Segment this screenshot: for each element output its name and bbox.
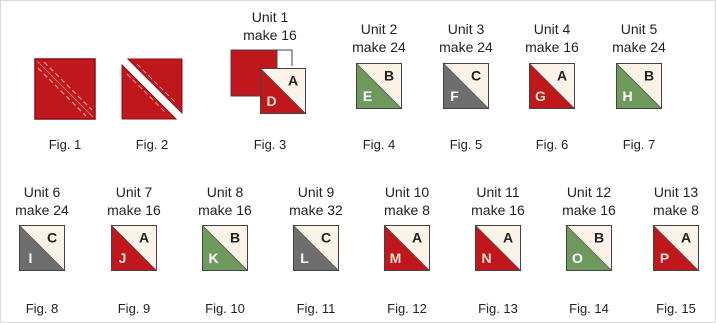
- make-count: make 16: [507, 38, 597, 56]
- figure-caption: Fig. 8: [2, 301, 82, 316]
- unit-square: AP: [652, 224, 700, 272]
- make-count: make 24: [421, 38, 511, 56]
- letter-label-light: C: [47, 230, 57, 246]
- figure-caption: Fig. 11: [276, 301, 356, 316]
- letter-label-dark: N: [481, 250, 491, 266]
- figure-caption: Fig. 7: [599, 137, 679, 152]
- make-count: make 24: [594, 38, 684, 56]
- letter-label-light: C: [471, 68, 481, 84]
- letter-label-dark: P: [660, 250, 669, 266]
- letter-label-light: A: [681, 230, 691, 246]
- make-count: make 24: [334, 38, 424, 56]
- figure-caption: Fig. 14: [549, 301, 629, 316]
- letter-label-dark: J: [119, 250, 127, 266]
- make-count: make 16: [544, 201, 634, 219]
- unit-name: Unit 1: [225, 8, 315, 26]
- unit-name: Unit 8: [180, 183, 270, 201]
- unit-square: AJ: [110, 224, 158, 272]
- letter-label-dark: E: [363, 88, 372, 104]
- figure-caption: Fig. 2: [112, 137, 192, 152]
- letter-label-dark: O: [572, 250, 583, 266]
- figure-caption: Fig. 4: [339, 137, 419, 152]
- unit-name: Unit 7: [89, 183, 179, 201]
- unit-square: BK: [201, 224, 249, 272]
- unit-name: Unit 2: [334, 20, 424, 38]
- letter-label-light: A: [412, 230, 422, 246]
- unit-name: Unit 4: [507, 20, 597, 38]
- cut-red-square: [121, 58, 183, 120]
- figure-caption: Fig. 3: [230, 137, 310, 152]
- letter-label-dark: F: [450, 88, 459, 104]
- letter-label-light: A: [557, 68, 567, 84]
- overlapping-units: AD: [230, 46, 310, 122]
- letter-label-light: B: [384, 68, 394, 84]
- unit-square: CI: [18, 224, 66, 272]
- unit-square: AM: [383, 224, 431, 272]
- unit-square: CL: [292, 224, 340, 272]
- unit-square: BO: [565, 224, 613, 272]
- figure-caption: Fig. 12: [367, 301, 447, 316]
- unit-name: Unit 12: [544, 183, 634, 201]
- make-count: make 32: [271, 201, 361, 219]
- make-count: make 16: [453, 201, 543, 219]
- half-square-triangle: [19, 225, 65, 271]
- unit-square: AG: [528, 62, 576, 110]
- letter-label-light: B: [594, 230, 604, 246]
- letter-label-light: A: [288, 73, 298, 89]
- figure-caption: Fig. 10: [185, 301, 265, 316]
- letter-label-light: A: [139, 230, 149, 246]
- unit-square: AN: [474, 224, 522, 272]
- figure-caption: Fig. 6: [512, 137, 592, 152]
- stitched-red-square: [34, 58, 96, 120]
- letter-label-dark: I: [29, 250, 33, 266]
- unit-name: Unit 3: [421, 20, 511, 38]
- make-count: make 8: [631, 201, 716, 219]
- letter-label-dark: D: [266, 93, 276, 109]
- letter-label-dark: M: [390, 250, 402, 266]
- make-count: make 8: [362, 201, 452, 219]
- unit-name: Unit 9: [271, 183, 361, 201]
- make-count: make 16: [225, 26, 315, 44]
- unit-header-r2-3: Unit 9make 32: [271, 183, 361, 219]
- figure-caption: Fig. 5: [426, 137, 506, 152]
- unit-square: BE: [355, 62, 403, 110]
- unit-name: Unit 10: [362, 183, 452, 201]
- unit-square: CF: [442, 62, 490, 110]
- make-count: make 24: [0, 201, 87, 219]
- unit-name: Unit 6: [0, 183, 87, 201]
- unit-square: BH: [615, 62, 663, 110]
- figure-caption: Fig. 1: [25, 137, 105, 152]
- letter-label-dark: H: [622, 88, 632, 104]
- make-count: make 16: [180, 201, 270, 219]
- unit-name: Unit 11: [453, 183, 543, 201]
- letter-label-light: A: [503, 230, 513, 246]
- figure-caption: Fig. 15: [636, 301, 716, 316]
- unit-name: Unit 13: [631, 183, 716, 201]
- letter-label-dark: L: [300, 250, 309, 266]
- figure-caption: Fig. 13: [458, 301, 538, 316]
- letter-label-light: B: [644, 68, 654, 84]
- letter-label-light: B: [230, 230, 240, 246]
- make-count: make 16: [89, 201, 179, 219]
- figure-caption: Fig. 9: [94, 301, 174, 316]
- letter-label-dark: K: [208, 250, 218, 266]
- letter-label-dark: G: [535, 88, 546, 104]
- letter-label-light: C: [321, 230, 331, 246]
- unit-name: Unit 5: [594, 20, 684, 38]
